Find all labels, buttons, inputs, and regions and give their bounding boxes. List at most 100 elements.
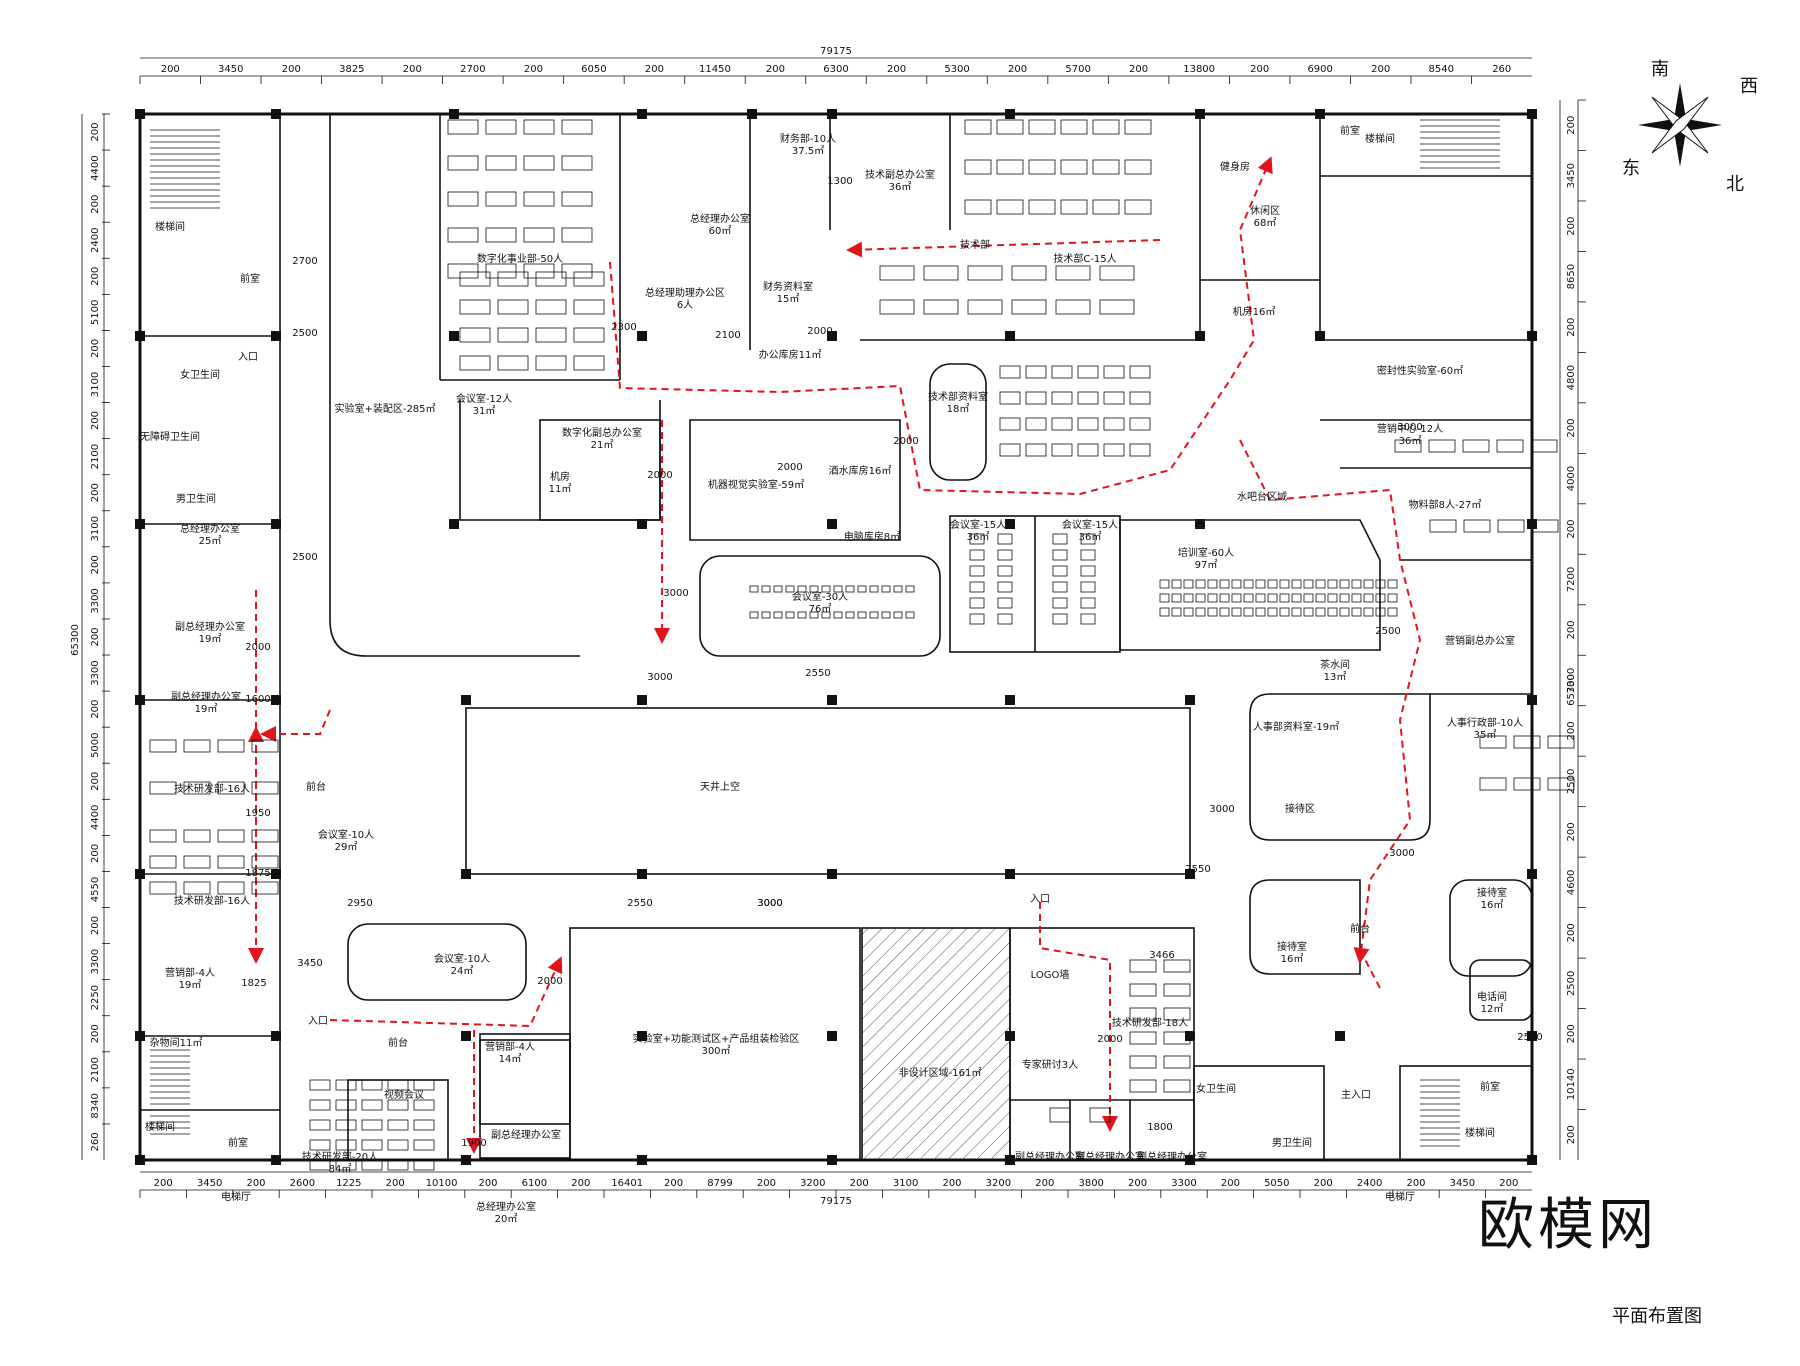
desk	[1055, 265, 1091, 281]
dimension-label: 200	[757, 1178, 776, 1189]
dim-top-total: 79175	[820, 46, 852, 57]
room-label-rest: 休闲区	[1250, 204, 1280, 217]
room-label-elev-sw: 电梯厅	[221, 1190, 251, 1203]
dimension-label: 2500	[1566, 769, 1577, 794]
dimension-label: 2500	[1566, 971, 1577, 996]
desk	[413, 1119, 435, 1131]
room-label-sales4b: 营销部-4人	[485, 1040, 535, 1053]
desk	[1060, 119, 1088, 135]
room-area-training: 97㎡	[1195, 559, 1218, 571]
dimension-label: 200	[90, 700, 101, 719]
column	[747, 109, 757, 119]
room-area-gm-office2: 25㎡	[199, 535, 222, 547]
desk	[967, 265, 1003, 281]
desk	[459, 327, 491, 343]
column	[637, 869, 647, 879]
desk	[996, 159, 1024, 175]
desk	[1351, 607, 1362, 617]
inner-walls	[140, 114, 1533, 1161]
room-label-gm-office2: 总经理办公室	[180, 522, 240, 535]
room-area-server2: 11㎡	[549, 483, 572, 495]
compass-west: 西	[1740, 76, 1758, 97]
desk	[1479, 735, 1507, 749]
column	[271, 1031, 281, 1041]
dimension-label: 8799	[707, 1178, 732, 1189]
room-area-lab-test: 300㎡	[701, 1045, 730, 1057]
column	[271, 331, 281, 341]
dimension-label: 200	[90, 844, 101, 863]
dimension-label: 260	[90, 1132, 101, 1151]
desk	[523, 119, 555, 135]
desk	[1219, 579, 1230, 589]
desk	[809, 585, 819, 593]
desk	[251, 829, 279, 843]
room-label-wine: 酒水库房16㎡	[829, 464, 892, 477]
interior-dim-label: 2100	[715, 330, 740, 341]
room-label-video: 视频会议	[384, 1088, 424, 1101]
room-label-main-entrance: 主入口	[1341, 1089, 1371, 1101]
room-area-tech-arch: 18㎡	[947, 403, 970, 415]
column	[1527, 1155, 1537, 1165]
desk	[217, 739, 245, 753]
dimension-label: 200	[282, 64, 301, 75]
room-label-entrance-sw: 入口	[308, 1016, 328, 1027]
desk	[1363, 607, 1374, 617]
desk	[997, 565, 1013, 577]
room-area-mtg10b: 24㎡	[451, 965, 474, 977]
desk	[923, 265, 959, 281]
desk	[879, 265, 915, 281]
desk	[309, 1099, 331, 1111]
interior-dim-label: 2550	[627, 898, 652, 909]
column	[1185, 695, 1195, 705]
desk	[1195, 607, 1206, 617]
dimension-label: 2100	[90, 444, 101, 469]
desk	[1129, 365, 1151, 379]
room-area-fin-arch: 15㎡	[777, 293, 800, 305]
room-label-rnd16b: 技术研发部-16人	[174, 894, 250, 907]
desk	[309, 1079, 331, 1091]
desk	[387, 1119, 409, 1131]
desk	[1231, 607, 1242, 617]
room-label-lobby-se: 前室	[1480, 1080, 1500, 1093]
desk	[1171, 607, 1182, 617]
desk	[833, 611, 843, 619]
column	[827, 1155, 837, 1165]
room-label-wc-m: 男卫生间	[176, 492, 216, 505]
desk	[1315, 579, 1326, 589]
room-area-vp-office2: 19㎡	[195, 703, 218, 715]
dimension-label: 4000	[1566, 466, 1577, 491]
desk	[1497, 519, 1525, 533]
column	[1315, 331, 1325, 341]
desk	[1163, 983, 1191, 997]
column	[135, 519, 145, 529]
room-label-tea: 茶水间	[1320, 658, 1350, 671]
column	[271, 109, 281, 119]
room-label-lobby-nw: 前室	[240, 272, 260, 285]
room-label-gym: 健身房	[1220, 160, 1250, 173]
desk	[969, 565, 985, 577]
desk	[809, 611, 819, 619]
dimension-label: 8650	[1566, 264, 1577, 289]
column	[1005, 1155, 1015, 1165]
desk	[1080, 549, 1096, 561]
room-label-lab-assembly: 实验室+装配区-285㎡	[334, 402, 435, 415]
interior-dim-label: 2500	[292, 328, 317, 339]
desk	[413, 1139, 435, 1151]
dimension-label: 7200	[1566, 567, 1577, 592]
dimension-label: 200	[1566, 520, 1577, 539]
desk	[1351, 579, 1362, 589]
desk	[845, 611, 855, 619]
desk	[485, 119, 517, 135]
column	[1527, 869, 1537, 879]
room-area-reception1: 16㎡	[1281, 953, 1304, 965]
column	[827, 869, 837, 879]
desk	[881, 611, 891, 619]
desk	[1243, 579, 1254, 589]
desk	[1103, 391, 1125, 405]
desk	[1339, 607, 1350, 617]
room-label-server2: 机房	[550, 470, 570, 483]
room-label-dig-vp: 数字化副总办公室	[562, 426, 642, 439]
desk	[1327, 607, 1338, 617]
room-label-rnd18: 技术研发部-18人	[1112, 1016, 1188, 1029]
desk	[1092, 159, 1120, 175]
